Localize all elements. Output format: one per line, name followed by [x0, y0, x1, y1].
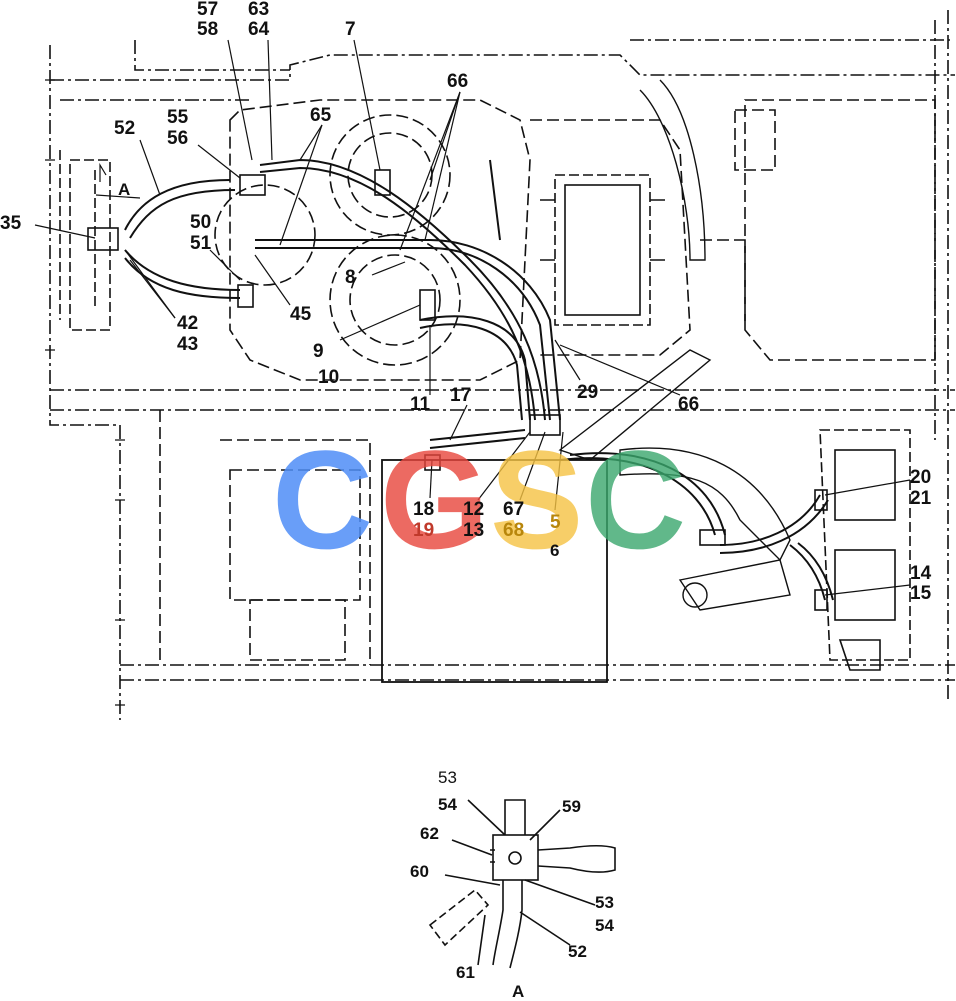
detail-callout-54-lower: 54: [595, 916, 614, 935]
callout-17: 17: [450, 385, 472, 406]
detail-callout-62: 62: [420, 824, 439, 843]
callout-7: 7: [345, 19, 356, 40]
callout-50: 50: [190, 212, 212, 233]
leader-lines: [34, 39, 911, 596]
view-arrow-a: A: [118, 180, 131, 199]
watermark-letter-g: G: [380, 421, 489, 578]
frame-ticks: [45, 79, 125, 706]
callout-13: 13: [463, 520, 485, 541]
pump-assembly: [530, 119, 691, 356]
callout-35: 35: [0, 213, 22, 234]
detail-view-title: A: [512, 982, 525, 1001]
callout-65: 65: [310, 105, 332, 126]
callout-18: 18: [413, 499, 435, 520]
watermark-letter-c2: C: [585, 421, 687, 578]
boom-foot: [558, 79, 791, 611]
callout-43: 43: [177, 334, 199, 355]
lower-frame: [159, 410, 371, 665]
travel-motor: [819, 429, 911, 671]
detail-callout-53: 53: [438, 768, 457, 787]
swing-motor-housings: [214, 99, 531, 381]
detail-callout-61: 61: [456, 963, 475, 982]
callout-51: 51: [190, 233, 212, 254]
callout-45: 45: [290, 304, 312, 325]
callout-14: 14: [910, 563, 932, 584]
hydraulic-tank: [381, 459, 608, 683]
callout-68: 68: [503, 520, 525, 541]
left-manifold-block: [59, 150, 111, 331]
callout-66-lower: 66: [678, 394, 700, 415]
watermark-letter-s: S: [490, 421, 584, 578]
callout-56: 56: [167, 128, 189, 149]
callout-8: 8: [345, 267, 356, 288]
frame-outline: [49, 10, 955, 720]
callout-67: 67: [503, 499, 525, 520]
callout-29: 29: [577, 382, 599, 403]
callout-52: 52: [114, 118, 136, 139]
callout-5: 5: [550, 512, 561, 533]
callout-66: 66: [447, 71, 469, 92]
callout-15: 15: [910, 583, 932, 604]
callout-19: 19: [413, 520, 435, 541]
callout-20: 20: [910, 467, 932, 488]
callout-42: 42: [177, 313, 199, 334]
callout-9: 9: [313, 341, 324, 362]
hydraulic-hoses: [124, 158, 834, 601]
detail-view-a: [428, 799, 616, 969]
detail-callout-52: 52: [568, 942, 587, 961]
callout-12: 12: [463, 499, 485, 520]
callout-10: 10: [318, 367, 340, 388]
detail-callout-54: 54: [438, 795, 457, 814]
detail-callout-60: 60: [410, 862, 429, 881]
right-frame-structure: [700, 99, 936, 361]
callout-63: 63: [248, 0, 270, 20]
callout-6: 6: [550, 541, 560, 560]
callout-21: 21: [910, 488, 932, 509]
callout-58: 58: [197, 19, 219, 40]
callout-11: 11: [410, 394, 431, 415]
detail-callout-53-lower: 53: [595, 893, 614, 912]
callout-64: 64: [248, 19, 270, 40]
callout-57: 57: [197, 0, 219, 20]
detail-callout-59: 59: [562, 797, 581, 816]
watermark-letter-c1: C: [272, 421, 374, 578]
callout-55: 55: [167, 107, 189, 128]
